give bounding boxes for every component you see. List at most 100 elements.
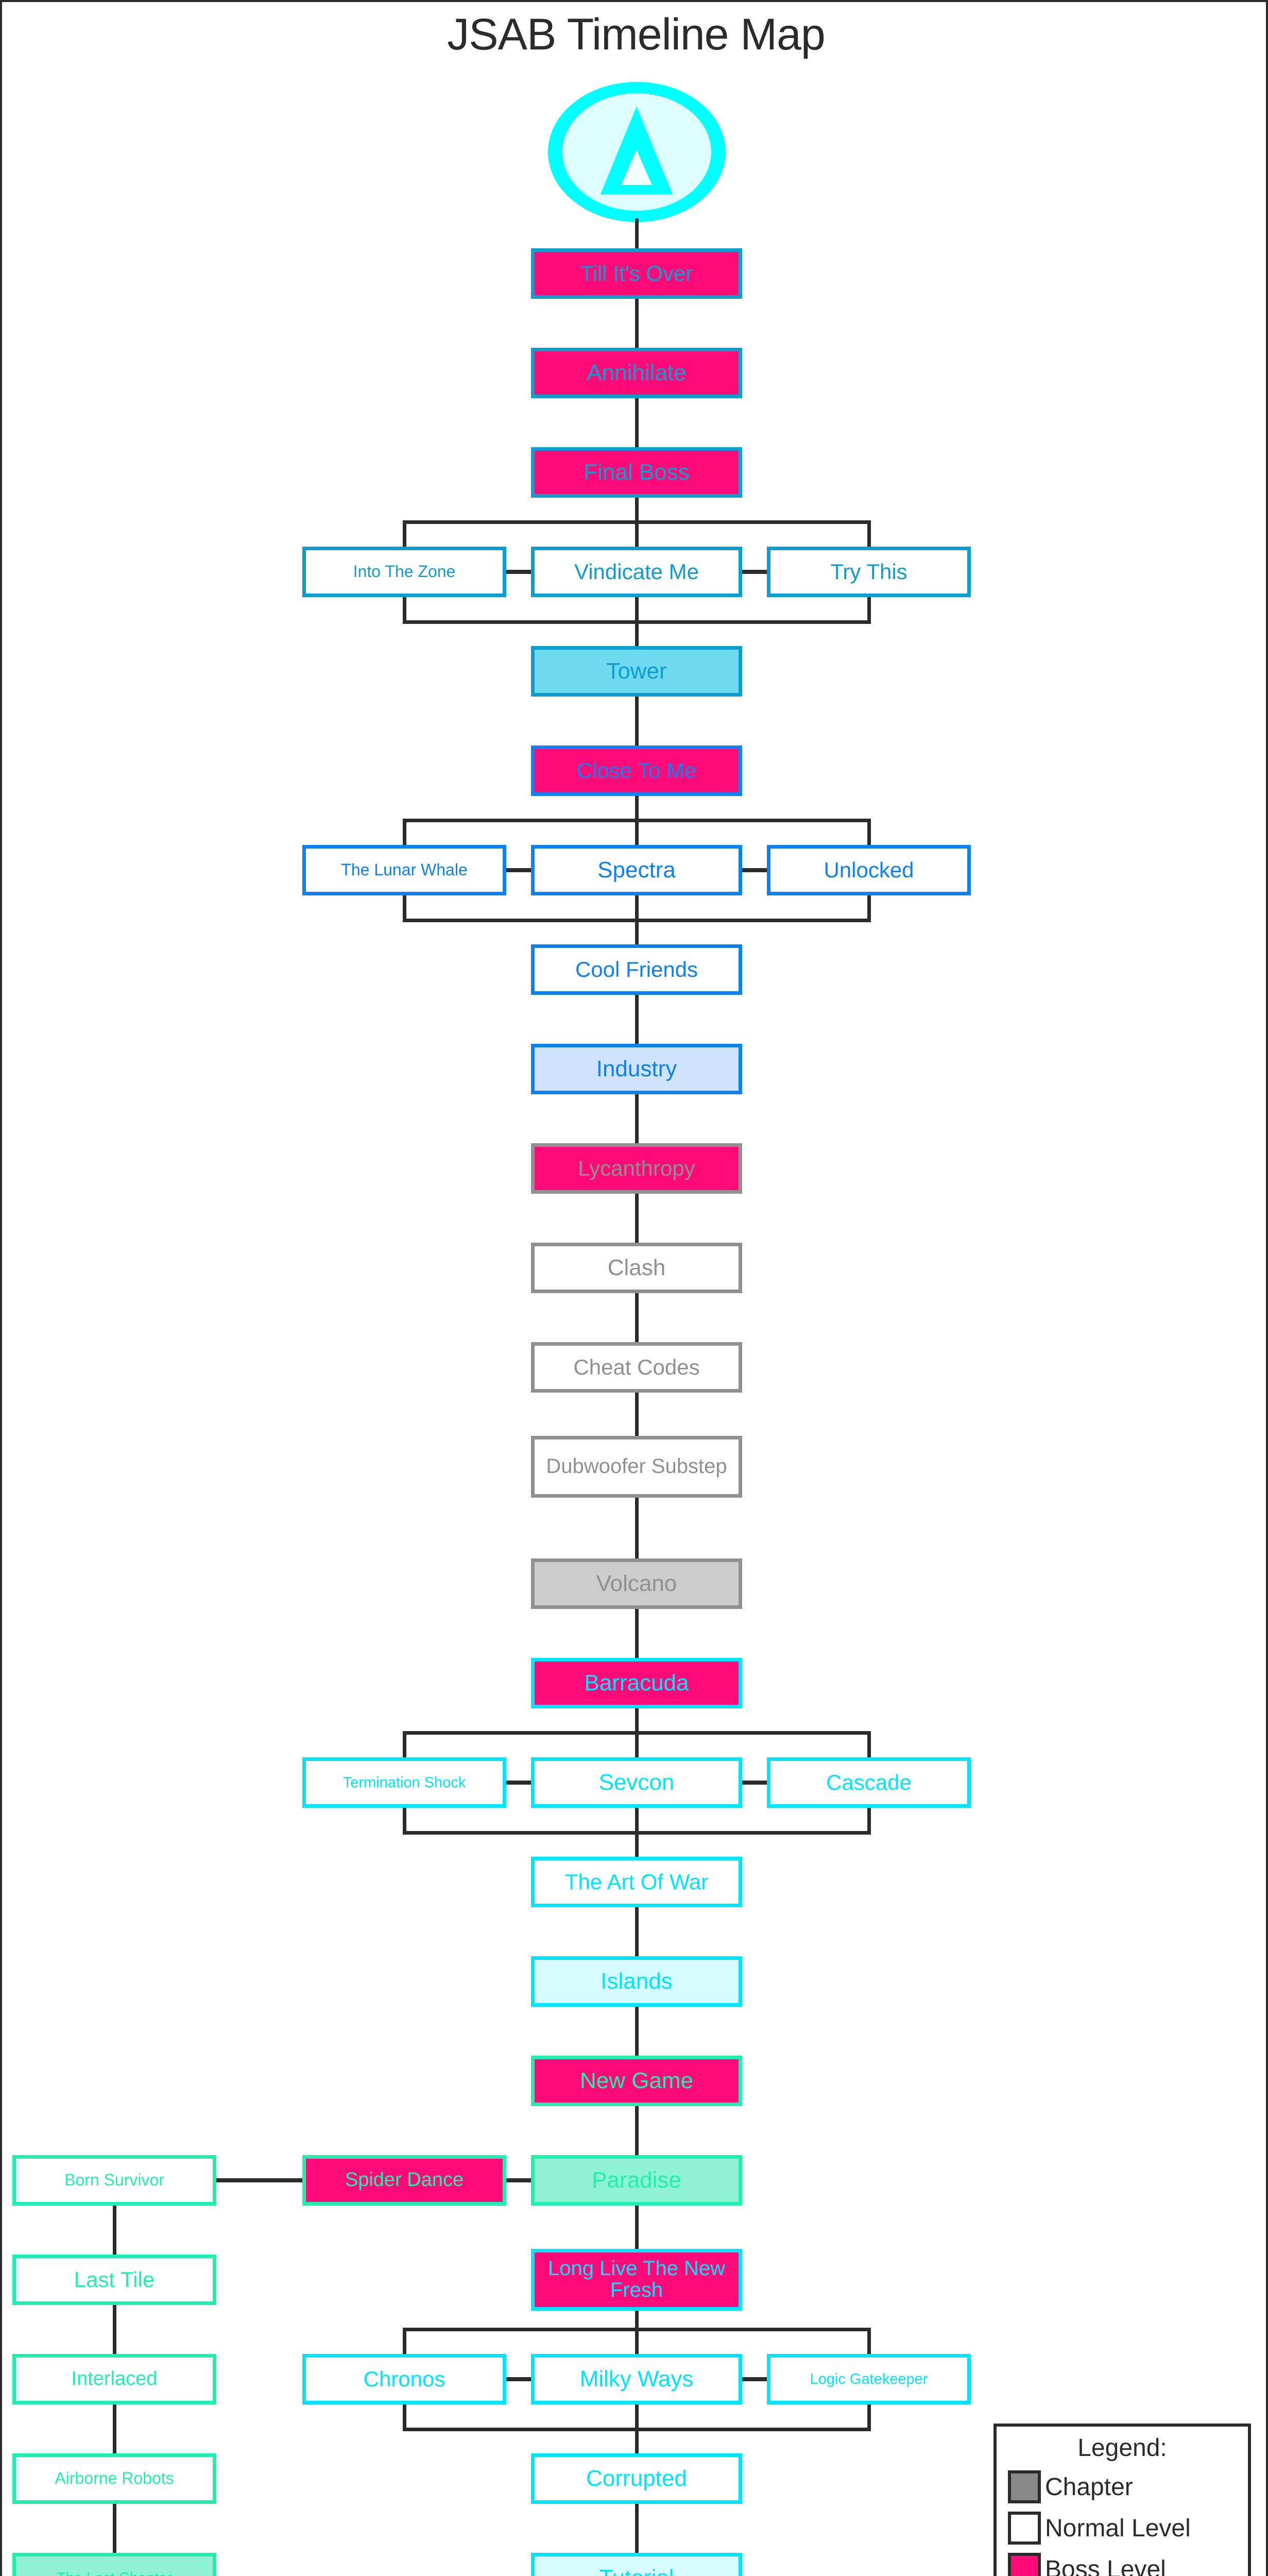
connector-line <box>635 2206 639 2249</box>
connector-line <box>635 1733 639 1757</box>
node-the-lost-chapter[interactable]: The Lost Chapter <box>12 2553 216 2576</box>
connector-line <box>635 2404 639 2429</box>
connector-line <box>742 1781 767 1785</box>
connector-line <box>635 697 639 745</box>
node-last-tile[interactable]: Last Tile <box>12 2255 216 2305</box>
connector-line <box>635 2007 639 2056</box>
node-milky-ways[interactable]: Milky Ways <box>531 2354 742 2404</box>
node-unlocked[interactable]: Unlocked <box>767 845 971 895</box>
node-cascade[interactable]: Cascade <box>767 1757 971 1808</box>
legend-swatch-normal <box>1008 2512 1041 2545</box>
node-cool-friends[interactable]: Cool Friends <box>531 944 742 995</box>
connector-line <box>635 299 639 348</box>
triangle-icon <box>548 82 726 222</box>
node-volcano[interactable]: Volcano <box>531 1558 742 1609</box>
node-clash[interactable]: Clash <box>531 1243 742 1293</box>
node-logic-gatekeeper[interactable]: Logic Gatekeeper <box>767 2354 971 2404</box>
node-tower[interactable]: Tower <box>531 646 742 697</box>
node-label: Industry <box>535 1057 739 1081</box>
connector-line <box>867 2404 871 2429</box>
node-label: Till It's Over <box>535 262 739 285</box>
node-islands[interactable]: Islands <box>531 1956 742 2007</box>
node-label: Final Boss <box>535 461 739 484</box>
connector-line <box>635 1094 639 1143</box>
connector-line <box>635 2429 639 2453</box>
connector-line <box>867 1808 871 1833</box>
connector-line <box>867 895 871 920</box>
connector-line <box>403 1733 406 1757</box>
node-corrupted[interactable]: Corrupted <box>531 2453 742 2504</box>
connector-line <box>867 820 871 845</box>
connector-line <box>635 1609 639 1658</box>
node-label: Interlaced <box>16 2369 213 2389</box>
node-till-its-over[interactable]: Till It's Over <box>531 248 742 299</box>
node-label: Barracuda <box>535 1671 739 1695</box>
node-lycanthropy[interactable]: Lycanthropy <box>531 1143 742 1194</box>
node-chronos[interactable]: Chronos <box>302 2354 506 2404</box>
node-label: Into The Zone <box>306 563 503 580</box>
node-paradise[interactable]: Paradise <box>531 2155 742 2206</box>
legend-title: Legend: <box>997 2434 1248 2462</box>
node-final-boss[interactable]: Final Boss <box>531 447 742 498</box>
node-annihilate[interactable]: Annihilate <box>531 348 742 398</box>
connector-line <box>635 820 639 845</box>
node-label: Spectra <box>535 858 739 882</box>
node-label: Vindicate Me <box>535 561 739 583</box>
node-the-art-of-war[interactable]: The Art Of War <box>531 1857 742 1907</box>
node-born-survivor[interactable]: Born Survivor <box>12 2155 216 2206</box>
jsab-triangle-logo <box>548 82 726 222</box>
connector-line <box>506 2377 531 2381</box>
connector-line <box>635 398 639 447</box>
connector-line <box>635 1833 639 1857</box>
legend-label-boss: Boss Level <box>1045 2555 1166 2576</box>
connector-line <box>635 895 639 920</box>
node-termination-shock[interactable]: Termination Shock <box>302 1757 506 1808</box>
node-label: Annihilate <box>535 361 739 385</box>
connector-line <box>403 895 406 920</box>
node-long-live-the-new-fresh[interactable]: Long Live The New Fresh <box>531 2249 742 2311</box>
node-sevcon[interactable]: Sevcon <box>531 1757 742 1808</box>
node-vindicate-me[interactable]: Vindicate Me <box>531 547 742 597</box>
connector-line <box>867 522 871 547</box>
connector-line <box>635 2311 639 2329</box>
connector-line <box>403 597 406 622</box>
node-label: Paradise <box>535 2168 739 2192</box>
node-label: Spider Dance <box>306 2170 503 2191</box>
connector-line <box>506 1781 531 1785</box>
connector-line <box>635 522 639 547</box>
node-try-this[interactable]: Try This <box>767 547 971 597</box>
node-into-the-zone[interactable]: Into The Zone <box>302 547 506 597</box>
connector-line <box>635 597 639 622</box>
legend-row-normal: Normal Level <box>1008 2512 1248 2545</box>
node-label: Volcano <box>535 1572 739 1596</box>
connector-line <box>635 1393 639 1436</box>
node-industry[interactable]: Industry <box>531 1044 742 1094</box>
node-spider-dance[interactable]: Spider Dance <box>302 2155 506 2206</box>
connector-line <box>506 868 531 872</box>
connector-line <box>635 1708 639 1733</box>
legend-label-normal: Normal Level <box>1045 2514 1191 2543</box>
node-cheat-codes[interactable]: Cheat Codes <box>531 1342 742 1393</box>
node-the-lunar-whale[interactable]: The Lunar Whale <box>302 845 506 895</box>
node-interlaced[interactable]: Interlaced <box>12 2354 216 2404</box>
node-label: Tower <box>535 659 739 683</box>
connector-line <box>403 820 406 845</box>
node-close-to-me[interactable]: Close To Me <box>531 745 742 796</box>
node-barracuda[interactable]: Barracuda <box>531 1658 742 1708</box>
connector-line <box>635 1194 639 1243</box>
node-airborne-robots[interactable]: Airborne Robots <box>12 2453 216 2504</box>
connector-line <box>635 2504 639 2553</box>
connector-line <box>635 622 639 646</box>
node-label: Cascade <box>770 1771 967 1794</box>
node-tutorial[interactable]: Tutorial <box>531 2553 742 2576</box>
node-label: The Art Of War <box>535 1871 739 1893</box>
legend-swatch-boss <box>1008 2553 1041 2576</box>
connector-line <box>867 597 871 622</box>
node-spectra[interactable]: Spectra <box>531 845 742 895</box>
node-new-game[interactable]: New Game <box>531 2056 742 2106</box>
connector-line <box>635 1907 639 1956</box>
node-dubwoofer-substep[interactable]: Dubwoofer Substep <box>531 1436 742 1498</box>
node-label: Unlocked <box>770 859 967 882</box>
node-label: Lycanthropy <box>535 1157 739 1180</box>
